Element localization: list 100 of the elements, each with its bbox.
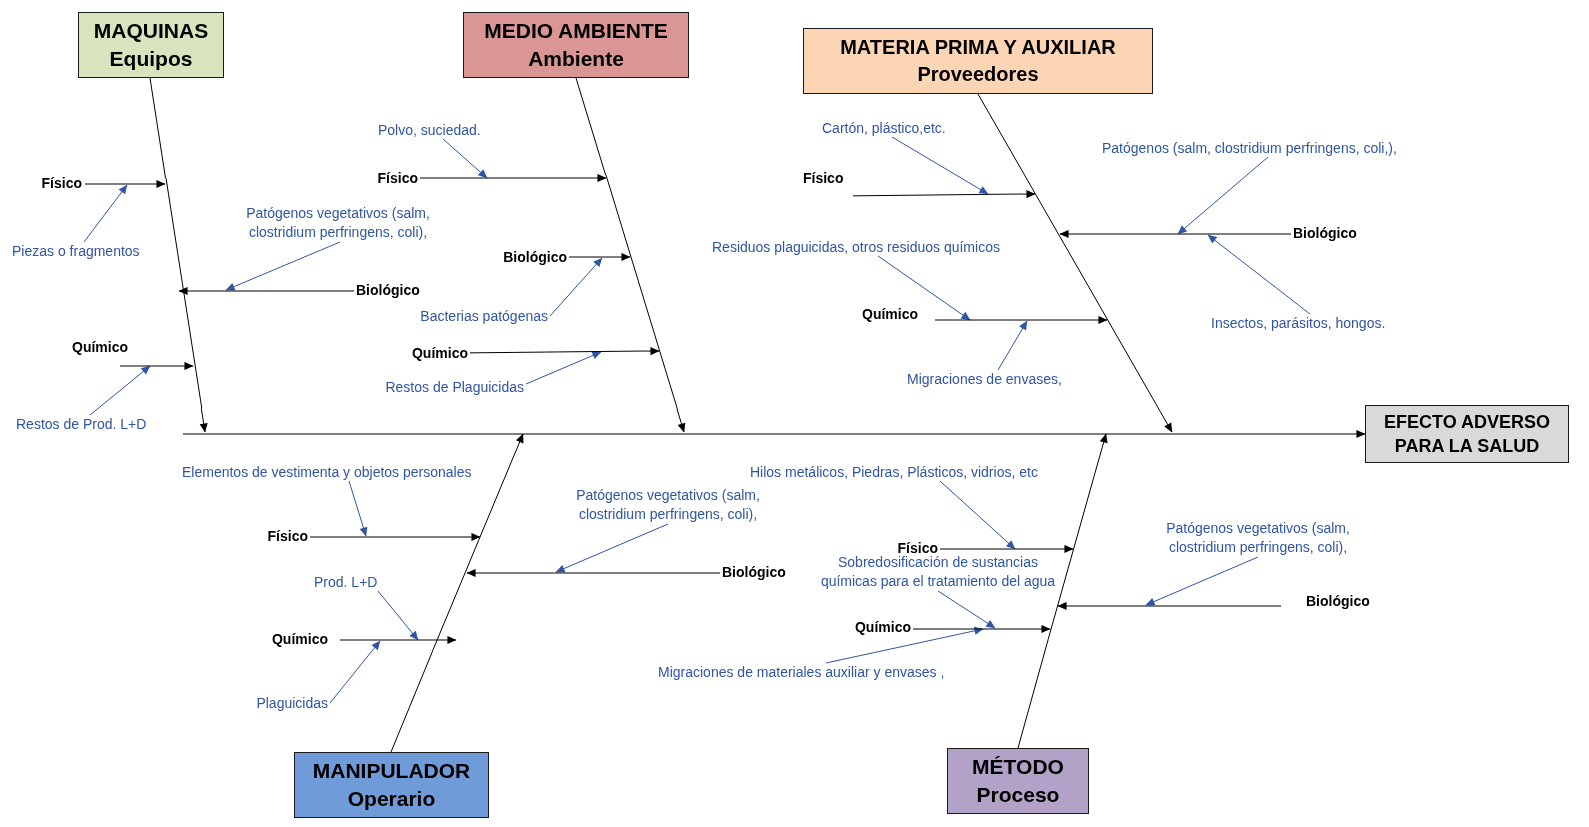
arrow bbox=[555, 523, 669, 573]
arrow bbox=[1059, 229, 1074, 239]
factor-label: Físico bbox=[377, 169, 418, 187]
arrow bbox=[377, 590, 419, 641]
arrow bbox=[348, 480, 368, 537]
arrow bbox=[1059, 544, 1074, 554]
branch-line bbox=[568, 256, 618, 258]
branch-line bbox=[852, 193, 1023, 197]
category-subtitle: Equipos bbox=[109, 46, 193, 72]
arrow bbox=[549, 257, 603, 317]
arrow bbox=[1057, 601, 1072, 611]
factor-label: Biológico bbox=[503, 248, 567, 266]
arrow bbox=[151, 179, 166, 189]
arrow bbox=[939, 480, 1016, 550]
category-subtitle: Ambiente bbox=[528, 46, 624, 72]
arrow bbox=[1159, 410, 1173, 433]
effect-box bbox=[1365, 405, 1569, 463]
cause-text: Cartón, plástico,etc. bbox=[822, 118, 946, 138]
arrow bbox=[89, 365, 151, 416]
cause-text: Patógenos vegetativos (salm, clostridium perfringens, coli), bbox=[1148, 519, 1368, 557]
category-box bbox=[803, 28, 1153, 94]
category-box bbox=[294, 752, 489, 818]
category-subtitle: Proveedores bbox=[917, 62, 1039, 87]
arrow bbox=[676, 408, 686, 433]
factor-label: Químico bbox=[272, 630, 328, 648]
arrow bbox=[225, 241, 341, 291]
cause-text: Plaguicidas bbox=[256, 693, 328, 713]
cause-text: Prod. L+D bbox=[314, 572, 378, 592]
arrow bbox=[329, 640, 381, 704]
branch-line bbox=[419, 177, 594, 179]
cause-text: Piezas o fragmentos bbox=[12, 241, 140, 261]
arrow bbox=[616, 252, 631, 262]
bone-line bbox=[164, 177, 203, 410]
category-subtitle: Proceso bbox=[976, 782, 1060, 808]
category-box bbox=[78, 12, 224, 78]
factor-label: Químico bbox=[412, 344, 468, 362]
connector-line bbox=[977, 93, 1033, 189]
arrow bbox=[825, 626, 984, 664]
arrow bbox=[1207, 234, 1311, 315]
cause-text: Polvo, suciedad. bbox=[378, 120, 481, 140]
connector-line bbox=[149, 77, 166, 179]
arrow bbox=[513, 433, 524, 457]
arrow bbox=[83, 184, 128, 243]
factor-label: Químico bbox=[862, 305, 918, 323]
cause-text: Restos de Plaguicidas bbox=[385, 377, 524, 397]
cause-text: Migraciones de materiales auxiliar y envases , bbox=[658, 662, 945, 682]
cause-text: Sobredosificación de sustancias químicas para el tratamiento del agua bbox=[815, 553, 1061, 591]
connector-line bbox=[575, 77, 607, 176]
arrow bbox=[877, 255, 971, 321]
factor-label: Químico bbox=[855, 618, 911, 636]
branch-line bbox=[119, 365, 181, 367]
cause-text: Elementos de vestimenta y objetos personales bbox=[182, 462, 472, 482]
category-box bbox=[947, 748, 1089, 814]
factor-label: Físico bbox=[897, 539, 938, 556]
cause-text: Insectos, parásitos, hongos. bbox=[1211, 313, 1386, 333]
arrow bbox=[466, 532, 481, 542]
factor-label: Biológico bbox=[722, 563, 786, 581]
branch-line bbox=[939, 548, 1061, 550]
branch-line bbox=[1070, 605, 1282, 607]
factor-label: Biológico bbox=[356, 281, 420, 299]
arrow bbox=[997, 320, 1028, 371]
arrow bbox=[199, 407, 208, 433]
branch-line bbox=[469, 350, 647, 354]
category-title: MANIPULADOR bbox=[312, 757, 471, 784]
branch-line bbox=[84, 183, 153, 185]
branch-line bbox=[339, 639, 444, 641]
arrow bbox=[1021, 190, 1036, 199]
category-box bbox=[463, 12, 689, 78]
category-title: MAQUINAS bbox=[93, 17, 209, 44]
arrow bbox=[442, 635, 457, 645]
arrow bbox=[937, 590, 996, 629]
cause-text: Residuos plaguicidas, otros residuos químicos bbox=[712, 237, 1000, 257]
arrow bbox=[592, 173, 607, 183]
cause-text: Patógenos vegetativos (salm, clostridium perfringens, coli), bbox=[228, 204, 448, 242]
branch-line bbox=[191, 290, 355, 292]
factor-label: Químico bbox=[72, 338, 128, 356]
spine-line bbox=[182, 433, 1353, 435]
arrow bbox=[1099, 433, 1108, 458]
arrow bbox=[1177, 156, 1269, 235]
branch-line bbox=[912, 628, 1038, 630]
factor-label: Biológico bbox=[1306, 592, 1370, 610]
branch-line bbox=[1072, 233, 1292, 235]
category-title: MÉTODO bbox=[972, 753, 1064, 780]
connector-line bbox=[1017, 639, 1049, 749]
factor-label: Biológico bbox=[1293, 224, 1357, 242]
cause-text: Patógenos (salm, clostridium perfringens, coli,), bbox=[1102, 138, 1397, 158]
connector-line bbox=[390, 649, 434, 753]
branch-line bbox=[479, 572, 721, 574]
factor-label: Físico bbox=[803, 169, 844, 187]
cause-text: Bacterias patógenas bbox=[420, 306, 548, 326]
cause-text: Hilos metálicos, Piedras, Plásticos, vidrios, etc bbox=[750, 462, 1038, 482]
branch-line bbox=[309, 536, 468, 538]
arrow bbox=[1145, 556, 1259, 606]
category-title: MATERIA PRIMA Y AUXILIAR bbox=[840, 35, 1116, 60]
factor-label: Físico bbox=[41, 174, 82, 192]
arrow bbox=[179, 361, 194, 371]
category-subtitle: Operario bbox=[347, 786, 436, 812]
arrow bbox=[178, 286, 193, 296]
cause-text: Migraciones de envases, bbox=[907, 369, 1062, 389]
cause-text: Restos de Prod. L+D bbox=[16, 414, 147, 434]
